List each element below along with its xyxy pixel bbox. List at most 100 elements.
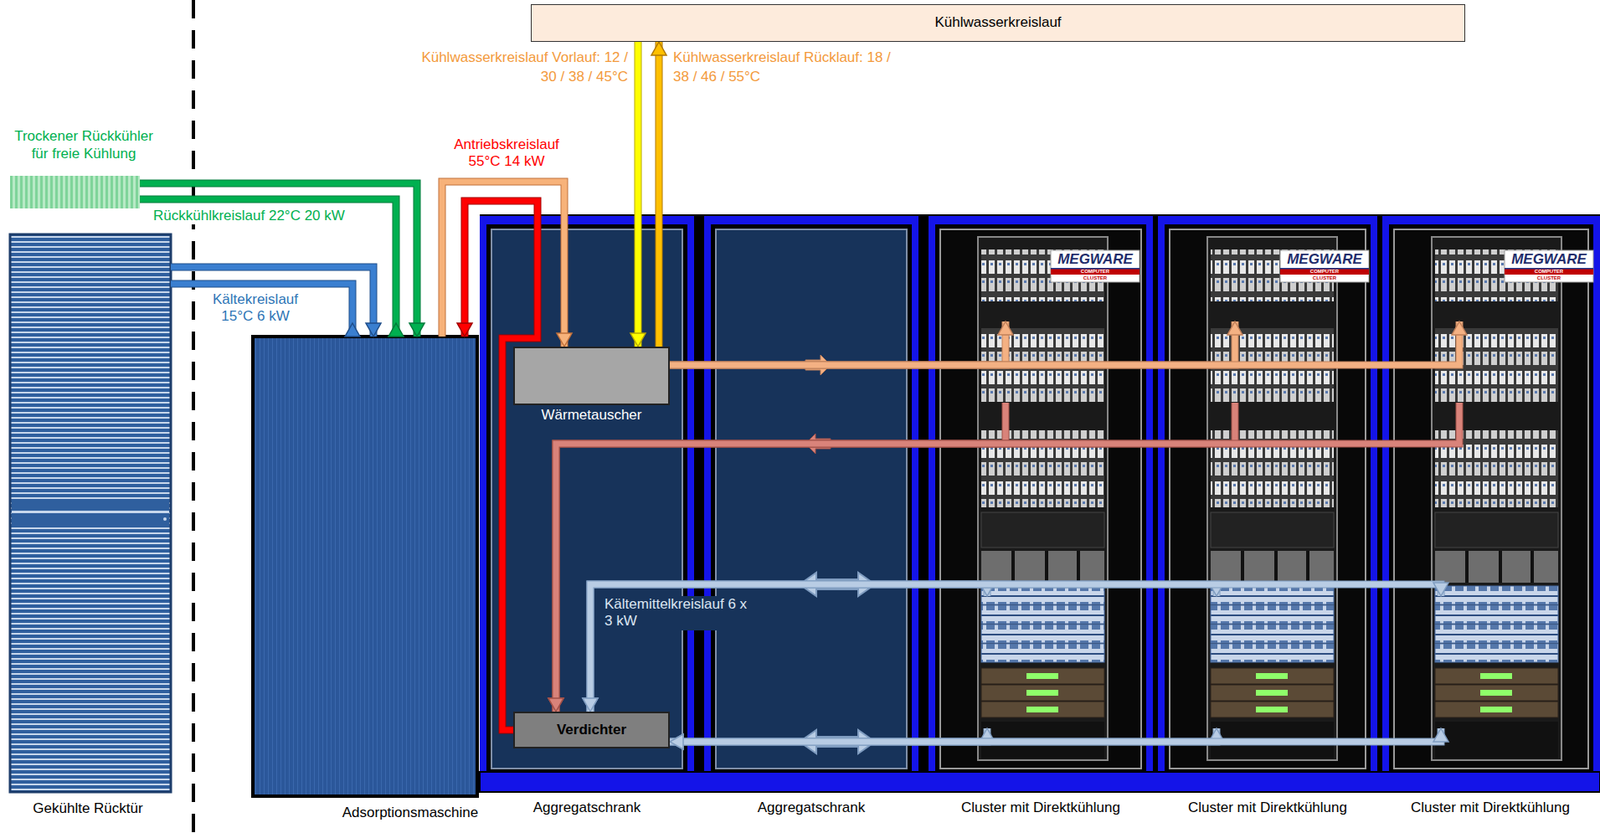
node-label: Wärmetauscher [514,406,669,424]
server-rack [1026,706,1059,713]
pipe [669,728,1441,742]
server-rack [977,236,1108,761]
pipe [656,41,663,347]
cooled-door [10,234,171,793]
arrow-head [556,333,572,347]
unit-cabinet: AggregatschrankWärmetauscherVerdichter [479,219,695,792]
server-rack [1210,512,1334,548]
server-rack [1207,236,1338,761]
logo-plate [1050,268,1140,275]
cooled-door [163,517,167,521]
dry-cooler: Trockener Rückkühler für freie Kühlung [10,175,140,209]
server-rack [1435,605,1559,624]
server-rack [981,701,1105,718]
logo-text: COMPUTER [1504,268,1594,275]
server-rack [1465,550,1469,583]
node-label: Aggregatschrank [704,799,919,817]
node-label: Trockener Rückkühler für freie Kühlung [4,128,164,163]
server-rack [1210,550,1334,583]
pipe-outline [555,402,1235,712]
server-rack [981,512,1105,548]
cabinet-row [935,224,1147,772]
edge-label: Kältemittelkreislauf 6 x 3 kW [604,596,752,631]
cabinet-row [1157,216,1378,793]
cabinet-row [710,224,912,772]
server-rack [1207,236,1338,761]
arrow-head [669,734,684,750]
node-label: Aggregatschrank [479,799,695,817]
pipe-connector [582,582,1449,712]
server-rack [1435,586,1559,605]
pipe [555,402,1235,712]
arrow-head [457,323,473,337]
server-rack [1306,550,1310,583]
arrow-head [548,698,564,712]
logo-plate [1504,250,1594,283]
cabinet-row [940,229,1142,769]
server-rack [981,643,1105,663]
arrow-head [365,323,381,337]
server-rack [1274,550,1278,583]
arrow-head [548,698,564,712]
pipe [590,584,1217,712]
server-rack [1026,673,1059,680]
arrow-head [998,321,1014,335]
pipe-outline [634,41,643,347]
logo-plate [1504,250,1594,283]
arrow-head [582,698,598,712]
flow-markers [799,354,875,754]
server-rack [1435,643,1559,663]
pipe-connector [170,267,381,337]
server-rack [1498,550,1503,583]
logo-text: MEGWARE [1050,251,1140,268]
arrow-head [669,734,684,750]
pipe [170,267,374,337]
server-rack [1435,550,1559,583]
pipe-connector [630,41,667,347]
server-rack [1435,668,1559,685]
arrow-head [630,333,646,347]
unit-cabinet: Aggregatschrank [704,219,919,792]
pipe-connector [669,728,1449,750]
pipe [669,321,1460,366]
server-rack [1210,684,1334,701]
pipe [139,183,417,337]
compressor: Verdichter [513,711,670,749]
arrow-head [409,323,425,337]
server-rack [981,668,1105,685]
pipe [669,321,1235,366]
cabinet-row [1164,224,1371,772]
server-rack [1435,512,1559,548]
server-rack [981,586,1105,605]
logo-plate [1504,268,1594,275]
pipe-outline [669,728,1441,742]
server-rack [1435,701,1559,718]
pipe [590,584,1441,712]
server-rack [1210,605,1334,624]
server-rack [1480,706,1513,713]
cooled-door: Gekühlte Rücktür [10,234,171,793]
pipe [669,321,1006,366]
logo-plate [1050,250,1140,283]
server-rack [981,684,1105,701]
server-rack [981,550,1105,583]
server-rack [1210,701,1334,718]
pipe-outline [555,402,1006,712]
arrow-head [548,698,564,712]
node-label: Adsorptionsmaschine [293,804,528,822]
node-label: Cluster mit Direktkühlung [1157,799,1378,817]
server-rack [1011,550,1015,583]
cabinet-row [1389,224,1594,772]
cooled-door [10,234,171,793]
server-rack [1026,689,1059,696]
arrow-head [582,698,598,712]
pipe-connector [548,402,1006,712]
arrow-head [669,734,684,750]
pipe [635,41,642,347]
arrow-head [1433,728,1449,742]
server-rack [981,624,1105,644]
arrow-head [582,698,598,712]
